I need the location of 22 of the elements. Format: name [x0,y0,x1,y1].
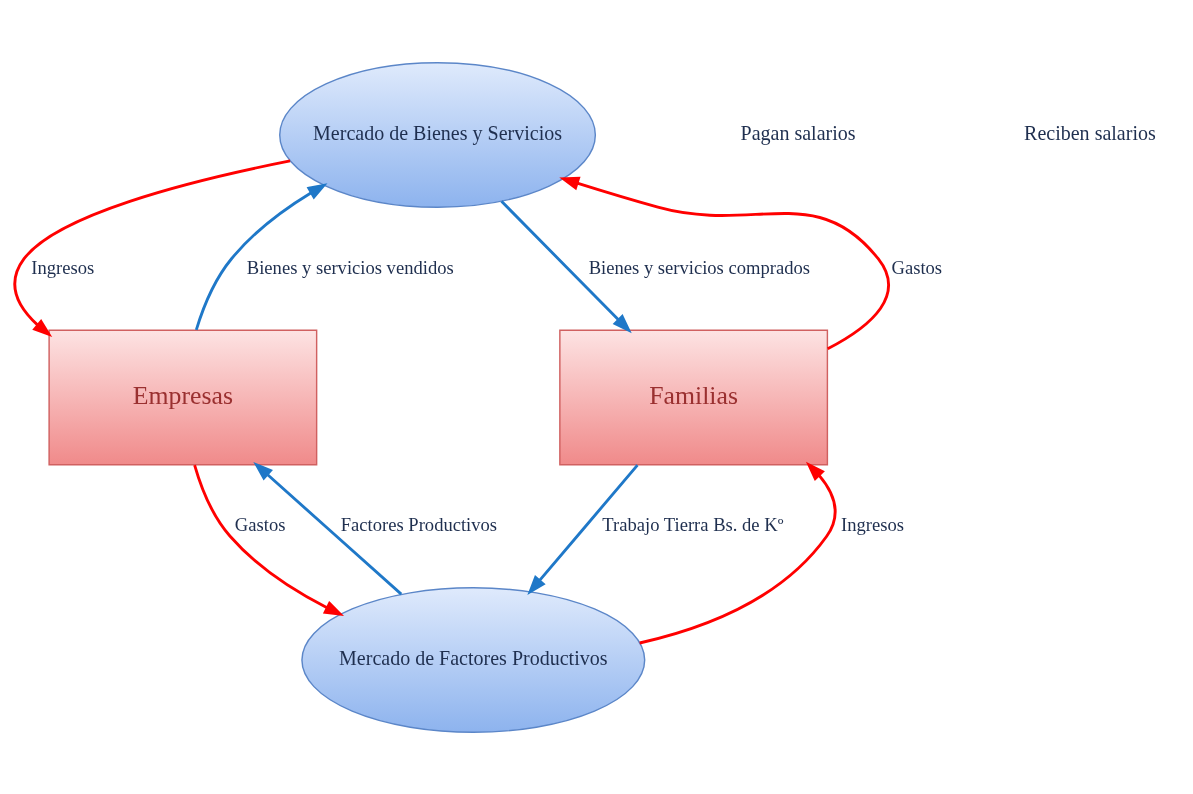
arrow [559,176,890,350]
edge-label: Trabajo Tierra Bs. de Kº [602,513,784,535]
edge-label: Gastos [234,513,286,535]
edge-label: Ingresos [840,513,904,535]
edge-label: Bienes y servicios comprados [588,256,811,278]
label: Pagan salarios [740,121,856,144]
arrow [253,461,403,595]
node-box: Familias [559,329,829,465]
arrow [639,461,837,644]
edge-label: Gastos [891,256,943,278]
edge-label: Factores Productivos [340,513,498,535]
node-box: Empresas [48,329,318,465]
node-ellipse: Mercado de Bienes y Servicios [279,61,597,208]
label: Reciben salarios [1024,121,1156,144]
arrow [193,464,345,616]
arrow [194,182,328,330]
node-ellipse: Mercado de Factores Productivos [301,586,646,733]
arrow [500,199,632,333]
edge-label: Ingresos [31,256,95,278]
arrow [13,159,291,337]
edge-label: Bienes y servicios vendidos [246,256,454,278]
arrow [527,463,639,595]
